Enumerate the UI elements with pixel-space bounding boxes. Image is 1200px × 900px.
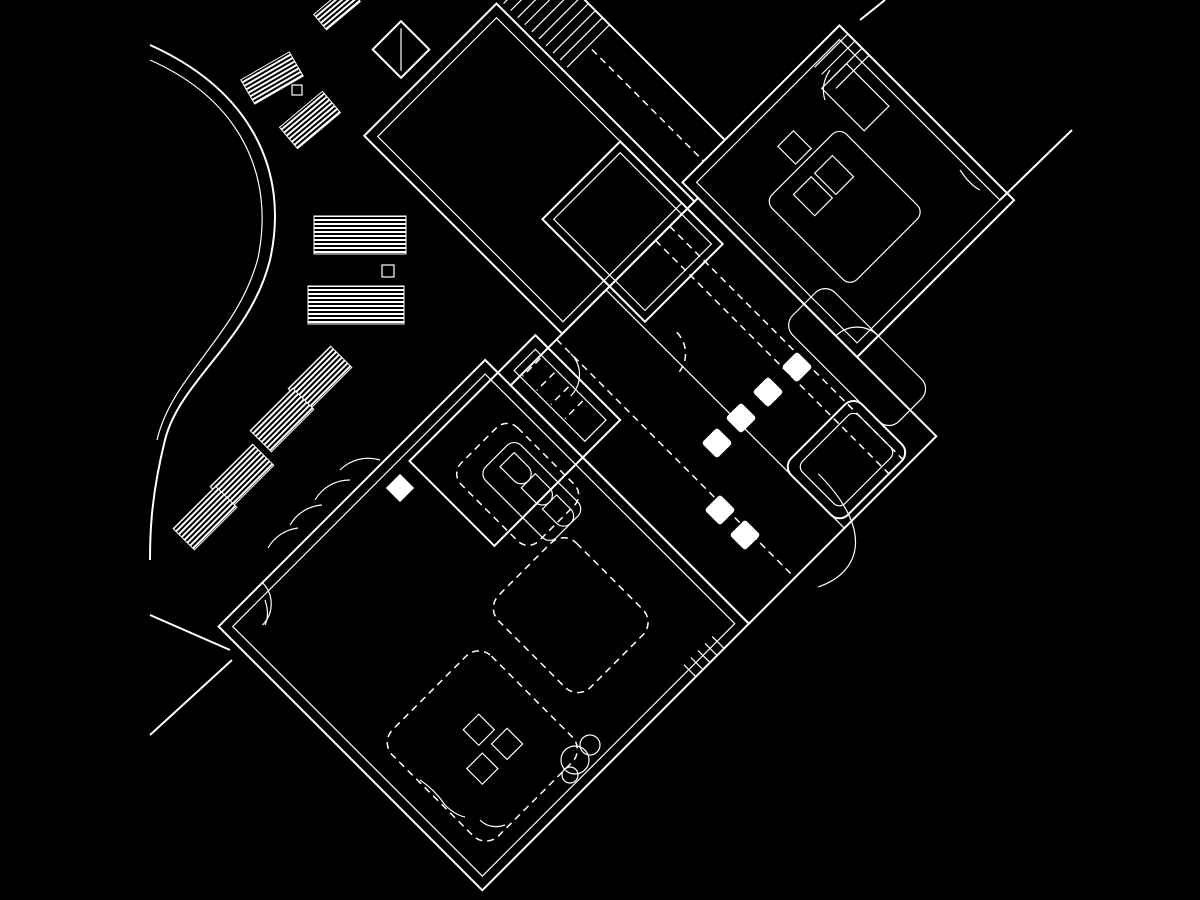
site-line-right	[999, 129, 1073, 201]
plants	[264, 69, 981, 828]
wall-upper-block	[362, 2, 696, 336]
bench	[788, 288, 927, 427]
closet	[683, 635, 725, 678]
stools	[385, 352, 812, 550]
closet	[814, 33, 870, 89]
wall-middle-zone	[509, 196, 938, 626]
inner-room	[541, 140, 725, 324]
stool	[782, 352, 812, 382]
corridor-dashed	[655, 239, 895, 480]
side-table	[291, 84, 303, 96]
pool-edge-lower	[149, 614, 231, 651]
storage	[408, 333, 622, 548]
pillow	[465, 752, 499, 786]
desk	[820, 62, 890, 132]
shaft-cross	[400, 28, 402, 71]
door-swing	[267, 527, 299, 549]
stool	[753, 377, 783, 407]
lounge-chair	[307, 285, 405, 325]
stool	[705, 495, 735, 525]
inner-room-inset	[552, 151, 713, 312]
wall	[591, 48, 705, 162]
wall-lower-wing-inner	[231, 373, 736, 877]
site-line-top	[859, 0, 886, 21]
storage-shelves	[522, 357, 584, 420]
plunge-pool	[786, 399, 907, 520]
chair	[499, 451, 532, 485]
column	[385, 473, 415, 503]
door-swing	[289, 504, 323, 526]
door-swing	[835, 326, 879, 337]
nightstand	[777, 129, 812, 165]
site-line-left	[149, 659, 233, 736]
lounge-chair	[278, 90, 342, 150]
stool	[730, 520, 760, 550]
tub-outline	[817, 473, 856, 588]
wall-upper-block-inner	[376, 16, 683, 323]
building	[217, 0, 1016, 892]
pillow	[462, 713, 496, 747]
lounge-chair	[313, 215, 407, 255]
table	[482, 441, 582, 541]
lounge-chair	[240, 51, 304, 105]
pool-edge	[149, 44, 276, 561]
armchair	[455, 422, 580, 547]
door-swing	[676, 331, 687, 376]
door-swing	[339, 457, 381, 471]
lounge-chair	[249, 387, 315, 453]
plunge-pool-inner	[799, 412, 894, 507]
lounge-chair	[313, 0, 361, 31]
pillow	[490, 727, 524, 761]
chair	[520, 472, 554, 506]
pillow	[813, 154, 855, 196]
stool	[726, 403, 756, 433]
pillow	[792, 175, 834, 217]
shaft	[371, 19, 431, 80]
corridor-dashed	[556, 338, 796, 579]
door-swing	[261, 582, 272, 626]
stairs	[503, 0, 671, 86]
pool-edge-inner	[149, 59, 263, 441]
sofa	[492, 537, 649, 694]
bed	[768, 130, 921, 283]
storage-inner	[513, 348, 607, 443]
door-swing	[570, 353, 581, 397]
chair	[541, 494, 575, 527]
side-table	[381, 264, 395, 278]
stool	[702, 428, 732, 458]
wall-right-wing-inner	[695, 38, 1001, 344]
lounge-chairs	[172, 0, 407, 551]
wall-lower-wing	[217, 358, 751, 892]
wall	[541, 0, 726, 141]
bed	[386, 650, 579, 842]
lounge-chair	[172, 485, 238, 551]
door-swing	[314, 479, 351, 501]
